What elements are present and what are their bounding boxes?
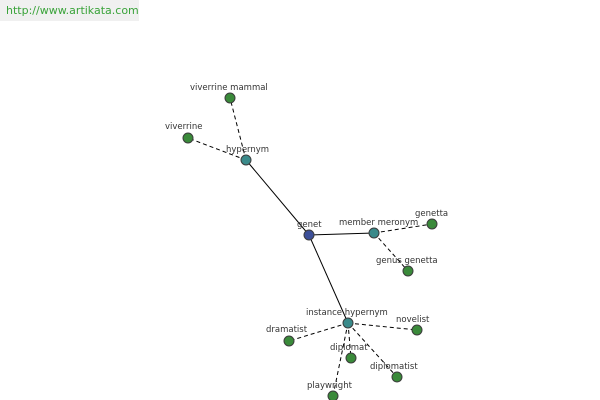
- edge-instance-hypernym-to-playwright: [332, 322, 349, 397]
- edge-instance-hypernym-to-diplomat: [347, 322, 352, 359]
- labels-layer: genet hypernym viverrine mammal viverrine me…: [165, 83, 448, 391]
- node-label-genus-genetta[interactable]: genus genetta: [376, 256, 438, 266]
- node-label-viverrine-mammal[interactable]: viverrine mammal: [190, 83, 268, 93]
- node-label-dramatist[interactable]: dramatist: [266, 325, 308, 335]
- edge-genet-to-member-meronym: [308, 232, 375, 236]
- node-genetta[interactable]: [426, 218, 438, 230]
- node-label-member-meronym[interactable]: member meronym: [339, 218, 418, 228]
- node-label-genet[interactable]: genet: [297, 220, 322, 230]
- node-label-diplomatist[interactable]: diplomatist: [370, 362, 418, 372]
- edge-hypernym-to-viverrine: [187, 137, 247, 161]
- node-dramatist[interactable]: [283, 335, 295, 347]
- edge-instance-hypernym-to-diplomatist: [347, 322, 398, 378]
- nodes-layer: [182, 92, 438, 400]
- node-label-hypernym[interactable]: hypernym: [226, 145, 269, 155]
- edge-genet-to-hypernym: [245, 159, 310, 236]
- node-member-meronym[interactable]: [368, 227, 380, 239]
- edge-genet-to-instance-hypernym: [308, 234, 349, 324]
- node-label-playwright[interactable]: playwright: [307, 381, 353, 391]
- edges-layer: [187, 97, 433, 397]
- node-label-viverrine[interactable]: viverrine: [165, 122, 202, 132]
- node-label-diplomat[interactable]: diplomat: [330, 343, 368, 353]
- edge-hypernym-to-viverrine-mammal: [229, 97, 247, 161]
- source-link-bar: http://www.artikata.com: [0, 0, 139, 21]
- node-viverrine[interactable]: [182, 132, 194, 144]
- node-label-genetta[interactable]: genetta: [415, 209, 448, 219]
- node-diplomat[interactable]: [345, 352, 357, 364]
- node-playwright[interactable]: [327, 390, 339, 400]
- node-novelist[interactable]: [411, 324, 423, 336]
- edge-instance-hypernym-to-dramatist: [288, 322, 349, 342]
- node-hypernym[interactable]: [240, 154, 252, 166]
- node-diplomatist[interactable]: [391, 371, 403, 383]
- node-genus-genetta[interactable]: [402, 265, 414, 277]
- node-genet[interactable]: [303, 229, 315, 241]
- node-label-instance-hypernym[interactable]: instance hypernym: [306, 308, 388, 318]
- edge-instance-hypernym-to-novelist: [347, 322, 418, 331]
- edge-member-meronym-to-genus-genetta: [373, 232, 409, 272]
- edge-member-meronym-to-genetta: [373, 223, 433, 234]
- node-label-novelist[interactable]: novelist: [396, 315, 430, 325]
- node-instance-hypernym[interactable]: [342, 317, 354, 329]
- node-viverrine-mammal[interactable]: [224, 92, 236, 104]
- source-link[interactable]: http://www.artikata.com: [6, 4, 139, 17]
